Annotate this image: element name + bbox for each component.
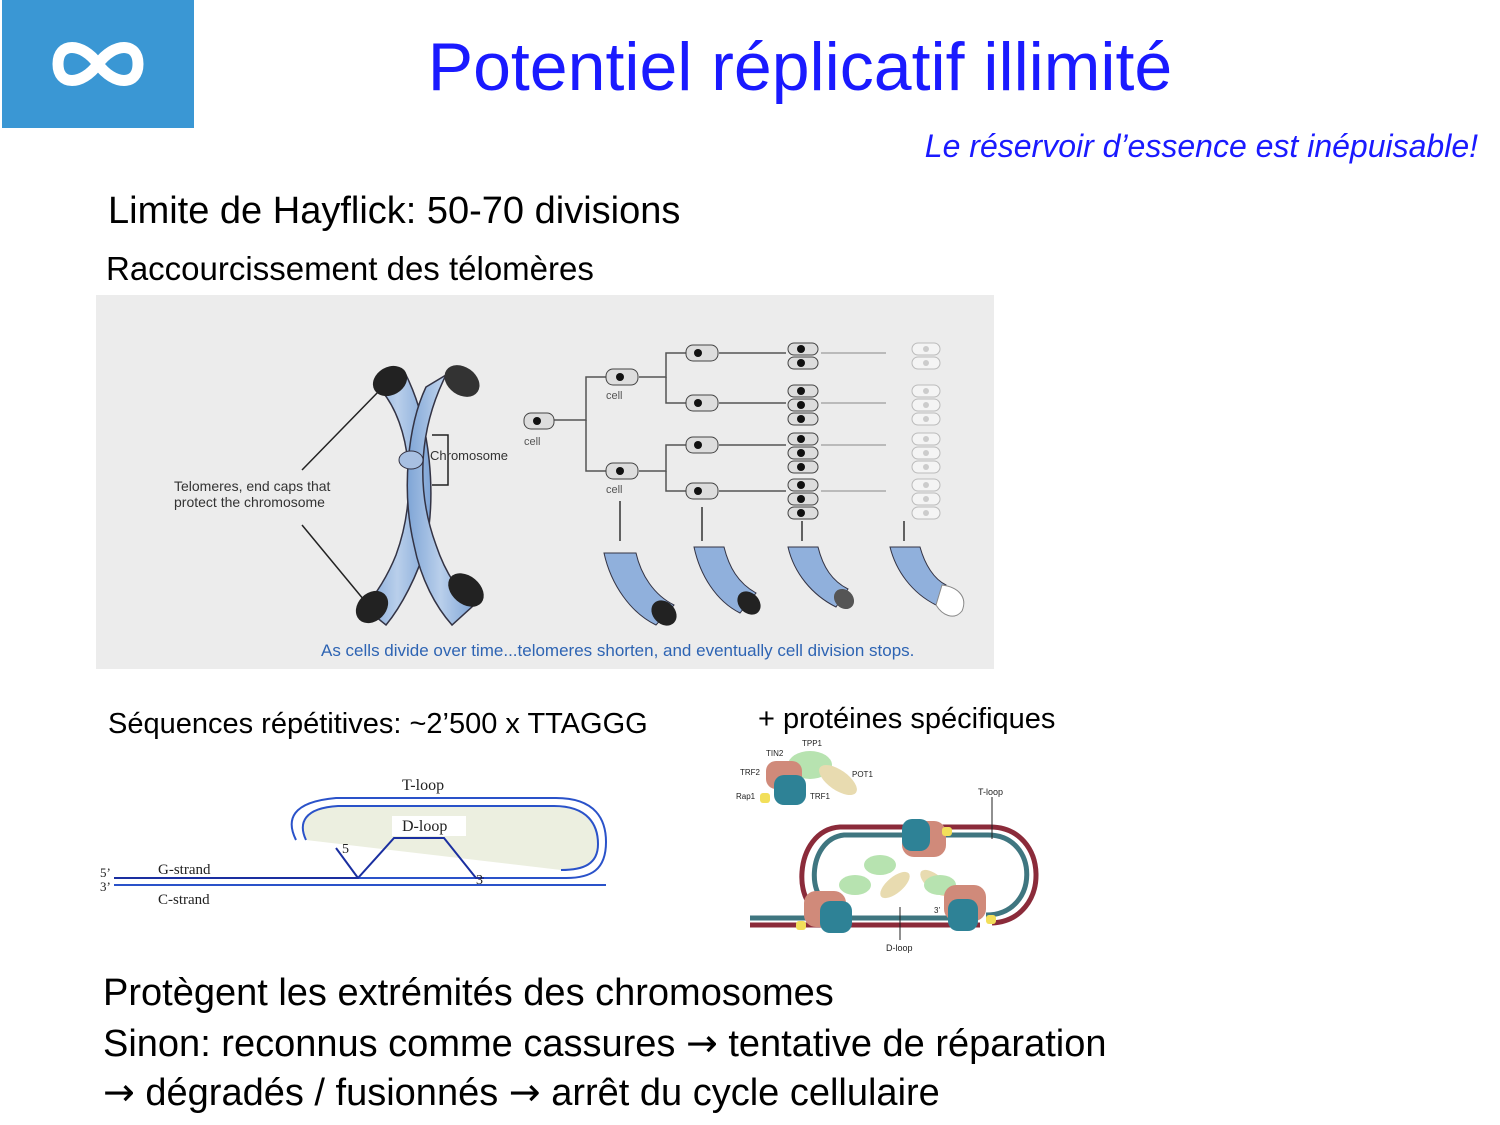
telomere-division-figure: Chromosome Telomeres, end caps that prot… [96,295,994,669]
telomere-shortening: Raccourcissement des télomères [106,250,594,287]
arrow-right-icon: → [685,1021,718,1065]
t-loop-label: T-loop [402,777,444,794]
conclusion-line-3: → dégradés / fusionnés → arrêt du cycle … [103,1070,940,1115]
rap1-label: Rap1 [736,792,756,801]
tin2-label: TIN2 [766,749,784,758]
three-prime-label-2: 3’ [934,906,940,915]
five-prime-label: 5 [342,842,349,857]
shelterin-complex [760,751,857,805]
conclusion-line-1: Protègent les extrémités des chromosomes [103,972,834,1014]
telomere-label: Telomeres, end caps that [174,478,331,494]
cell-label-1: cell [524,436,541,448]
trf2-label: TRF2 [740,768,761,777]
t-loop-figure: T-loop D-loop G-strand C-strand 5 3 5’ 3… [96,760,616,920]
g-strand-label: G-strand [158,862,211,878]
cell-division-tree [554,352,886,492]
d-loop-label-2: D-loop [886,943,913,953]
conclusion-line-3-a: dégradés / fusionnés [145,1072,499,1114]
shelterin-figure: TPP1 TIN2 TRF2 POT1 Rap1 TRF1 T-loop D-l… [730,735,1070,960]
arrow-right-icon: → [508,1070,541,1114]
telomere-label-2: protect the chromosome [174,494,325,510]
three-prime-label: 3 [476,873,483,888]
telomere-ends [603,546,965,626]
conclusion-line-2: Sinon: reconnus comme cassures → tentati… [103,1021,1107,1066]
pot1-label: POT1 [852,770,873,779]
specific-proteins: + protéines spécifiques [758,703,1056,735]
cell-label-2: cell [606,390,623,402]
cells [523,342,941,520]
cell-label-3: cell [606,484,623,496]
t-loop-label-2: T-loop [978,787,1003,797]
bound-proteins [796,819,996,933]
arrow-right-icon: → [103,1070,135,1114]
conclusion-line-2-a: Sinon: reconnus comme cassures [103,1023,676,1065]
c-strand-label: C-strand [158,892,210,908]
conclusion-line-2-b: tentative de réparation [728,1023,1107,1065]
conclusion-line-3-b: arrêt du cycle cellulaire [551,1072,940,1114]
tpp1-label: TPP1 [802,739,823,748]
chromosome-label: Chromosome [430,448,508,463]
end-5-label: 5’ [100,865,111,880]
figure1-caption: As cells divide over time...telomeres sh… [321,641,914,660]
page-subtitle: Le réservoir d’essence est inépuisable! [924,128,1478,164]
logo [2,0,194,128]
infinity-icon [52,42,144,86]
d-loop-label: D-loop [402,818,447,835]
hayflick-limit: Limite de Hayflick: 50-70 divisions [108,190,681,232]
page-title: Potentiel réplicatif illimité [427,29,1173,105]
chromosome [362,373,476,627]
trf1-label: TRF1 [810,792,831,801]
repeat-sequences: Séquences répétitives: ~2’500 x TTAGGG [108,708,648,740]
end-3-label: 3’ [100,879,111,894]
